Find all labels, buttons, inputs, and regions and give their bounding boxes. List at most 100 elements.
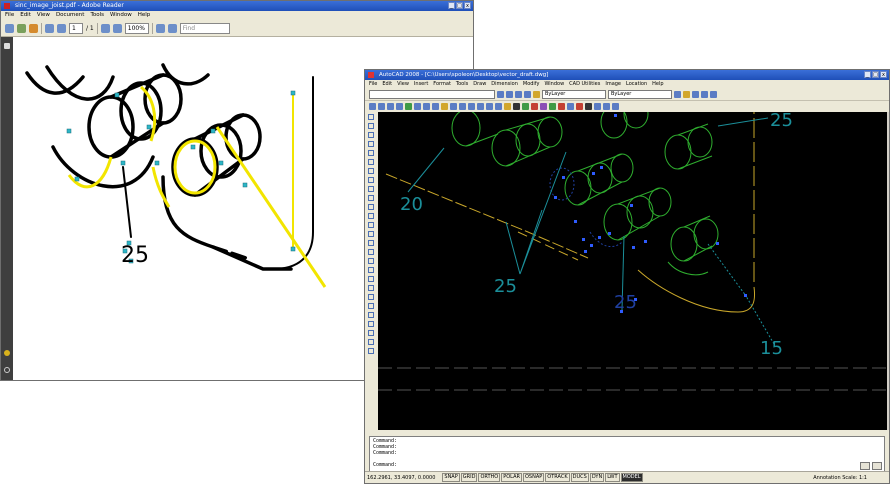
line-tool-icon[interactable] — [368, 114, 374, 120]
chamfer-tool-icon[interactable] — [368, 339, 374, 345]
grip-point[interactable] — [574, 220, 577, 223]
grip-point[interactable] — [644, 240, 647, 243]
command-prompt[interactable]: Command: — [373, 462, 398, 468]
cad-menu-help[interactable]: Help — [652, 81, 664, 87]
zoom-icon[interactable] — [497, 91, 504, 98]
grip-point[interactable] — [190, 144, 196, 150]
grip-point[interactable] — [614, 114, 617, 117]
boundary-tool-icon[interactable] — [368, 303, 374, 309]
color-dropdown[interactable]: ByLayer — [542, 90, 606, 99]
grip-point[interactable] — [744, 294, 747, 297]
copy-icon[interactable] — [423, 103, 430, 110]
redo-icon[interactable] — [692, 91, 699, 98]
gradient-tool-icon[interactable] — [368, 240, 374, 246]
array-tool-icon[interactable] — [368, 312, 374, 318]
new-file-icon[interactable] — [369, 103, 376, 110]
pdf-menu-tools[interactable]: Tools — [90, 12, 104, 18]
layer-dropdown[interactable] — [369, 90, 495, 99]
command-line-window[interactable]: Command: Command: Command: Command: — [369, 436, 885, 472]
block-icon[interactable] — [612, 103, 619, 110]
cad-menu-window[interactable]: Window — [544, 81, 565, 87]
grid-toggle[interactable]: GRID — [460, 473, 478, 482]
image-filter-icon[interactable] — [531, 103, 538, 110]
grip-point[interactable] — [210, 128, 216, 134]
pdf-menu-edit[interactable]: Edit — [20, 12, 31, 18]
layer-icon[interactable] — [533, 91, 540, 98]
print-icon[interactable] — [5, 23, 14, 33]
otrack-toggle[interactable]: OTRACK — [545, 473, 570, 482]
zoom-in-icon[interactable] — [112, 23, 122, 33]
cad-menu-insert[interactable]: Insert — [413, 81, 429, 87]
match-properties-icon[interactable] — [674, 91, 681, 98]
grid-icon[interactable] — [585, 103, 592, 110]
pdf-menu-file[interactable]: File — [5, 12, 15, 18]
fit-width-icon[interactable] — [167, 23, 177, 33]
grip-point[interactable] — [620, 310, 623, 313]
scroll-left-icon[interactable] — [860, 462, 870, 470]
osnap-toggle[interactable]: OSNAP — [522, 473, 545, 482]
pages-panel-icon[interactable] — [4, 43, 10, 49]
grip-point[interactable] — [242, 182, 248, 188]
annotation-scale[interactable]: Annotation Scale: 1:1 — [813, 474, 867, 481]
grip-point[interactable] — [120, 160, 126, 166]
grip-point[interactable] — [154, 160, 160, 166]
ray-tool-icon[interactable] — [368, 294, 374, 300]
zoom-window-icon[interactable] — [515, 91, 522, 98]
region-tool-icon[interactable] — [368, 231, 374, 237]
scale-icon[interactable] — [477, 103, 484, 110]
grip-point[interactable] — [582, 238, 585, 241]
preview-icon[interactable] — [405, 103, 412, 110]
minimize-icon[interactable]: _ — [448, 2, 455, 9]
grip-point[interactable] — [114, 92, 120, 98]
measure-icon[interactable] — [701, 91, 708, 98]
grip-point[interactable] — [146, 124, 152, 130]
grip-point[interactable] — [74, 176, 80, 182]
print-icon[interactable] — [396, 103, 403, 110]
cad-menu-view[interactable]: View — [397, 81, 409, 87]
mirror-icon[interactable] — [486, 103, 493, 110]
next-page-icon[interactable] — [57, 23, 66, 33]
xline-tool-icon[interactable] — [368, 285, 374, 291]
grip-point[interactable] — [634, 298, 637, 301]
previous-page-icon[interactable] — [45, 23, 54, 33]
rectangle-tool-icon[interactable] — [368, 150, 374, 156]
maximize-icon[interactable]: □ — [456, 2, 463, 9]
trim-icon[interactable] — [495, 103, 502, 110]
image-remove-icon[interactable] — [576, 103, 583, 110]
text-tool-icon[interactable] — [368, 186, 374, 192]
paste-icon[interactable] — [432, 103, 439, 110]
attachments-icon[interactable] — [4, 367, 10, 373]
pdf-menu-window[interactable]: Window — [110, 12, 132, 18]
grip-point[interactable] — [584, 250, 587, 253]
raster-edit-icon[interactable] — [567, 103, 574, 110]
model-space-toggle[interactable]: MODEL — [620, 473, 643, 482]
grip-point[interactable] — [122, 248, 128, 254]
open-file-icon[interactable] — [378, 103, 385, 110]
dyn-toggle[interactable]: DYN — [589, 473, 605, 482]
minimize-icon[interactable]: _ — [864, 71, 871, 78]
block-tool-icon[interactable] — [368, 213, 374, 219]
zoom-out-icon[interactable] — [100, 23, 110, 33]
scroll-right-icon[interactable] — [872, 462, 882, 470]
pdf-menu-view[interactable]: View — [36, 12, 50, 18]
table-tool-icon[interactable] — [368, 222, 374, 228]
grip-point[interactable] — [126, 240, 132, 246]
comment-icon[interactable] — [29, 23, 38, 33]
ortho-toggle[interactable]: ORTHO — [478, 473, 501, 482]
grip-point[interactable] — [592, 172, 595, 175]
pdf-menu-help[interactable]: Help — [137, 12, 151, 18]
cut-icon[interactable] — [414, 103, 421, 110]
fit-page-icon[interactable] — [155, 23, 165, 33]
undo-icon[interactable] — [683, 91, 690, 98]
grip-point[interactable] — [66, 128, 72, 134]
grip-point[interactable] — [562, 176, 565, 179]
revcloud-tool-icon[interactable] — [368, 267, 374, 273]
region-icon[interactable] — [603, 103, 610, 110]
grip-point[interactable] — [218, 160, 224, 166]
hatch-icon[interactable] — [594, 103, 601, 110]
page-number-input[interactable]: 1 — [69, 22, 83, 34]
cad-menu-modify[interactable]: Modify — [522, 81, 540, 87]
grip-point[interactable] — [554, 196, 557, 199]
erase-icon[interactable] — [450, 103, 457, 110]
grip-point[interactable] — [608, 232, 611, 235]
